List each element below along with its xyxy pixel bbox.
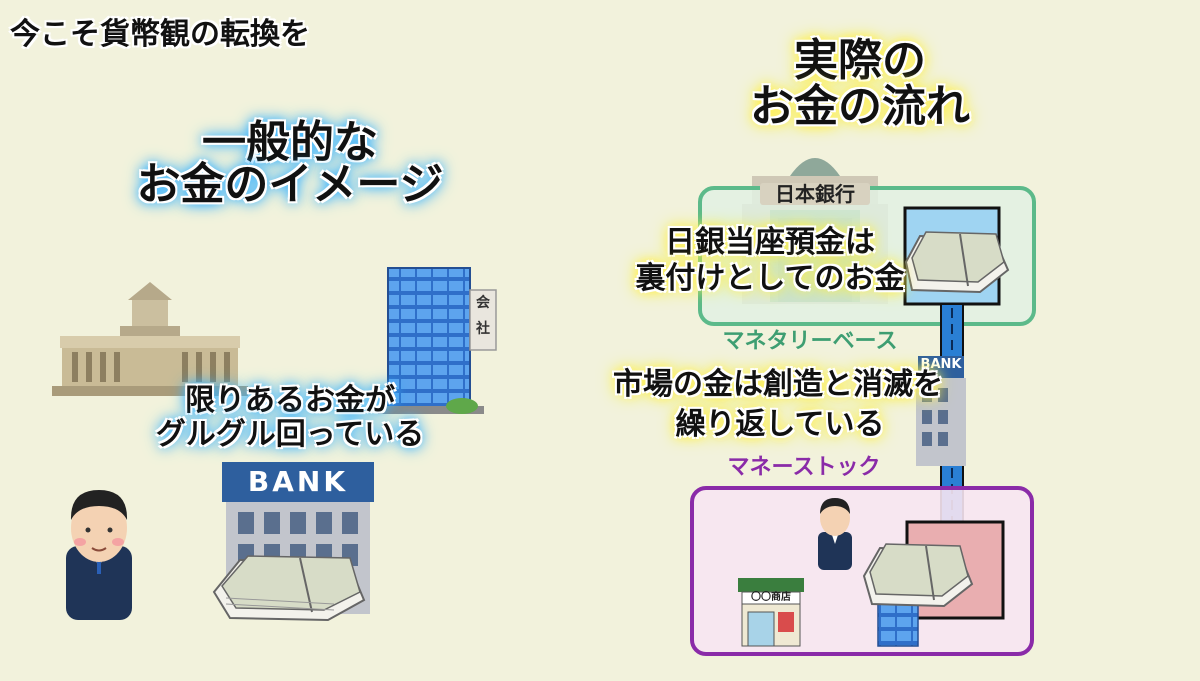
company-sign-2: 社 [476,321,490,337]
left-heading-line2: お金のイメージ [136,159,444,210]
bank-sign-right: BANK [920,357,962,372]
money-stack-reserve-icon [904,231,1010,294]
right-heading-line2: お金の流れ [750,81,970,132]
right-heading-line1: 実際の [794,35,926,86]
page-title: 今こそ貨幣観の転換を [10,17,310,52]
money-stock-label: マネーストック [727,455,881,480]
diet-building-icon [52,282,248,396]
market-caption-line1: 市場の金は創造と消滅を [613,367,943,402]
money-stack-market-icon [862,543,974,608]
monetary-base-label: マネタリーベース [722,329,898,354]
market-caption-line2: 繰り返している [675,407,885,442]
left-caption-line1: 限りあるお金が [185,383,395,418]
reserve-caption-line1: 日銀当座預金は [665,225,875,260]
bank-sign-left: BANK [247,465,349,498]
businessman-small-icon [818,498,852,570]
left-heading-line1: 一般的な [202,117,378,168]
company-building-icon [378,267,497,414]
shop-icon [738,578,804,647]
central-bank-label: 日本銀行 [760,183,870,205]
bank-building-small-icon [916,356,966,466]
money-stack-icon [212,555,366,622]
reserve-caption-line2: 裏付けとしてのお金 [635,261,905,296]
shop-sign: 〇〇商店 [751,592,791,603]
left-caption-line2: グルグル回っている [155,417,425,452]
company-sign-1: 会 [476,295,490,311]
businessman-icon [66,490,132,620]
